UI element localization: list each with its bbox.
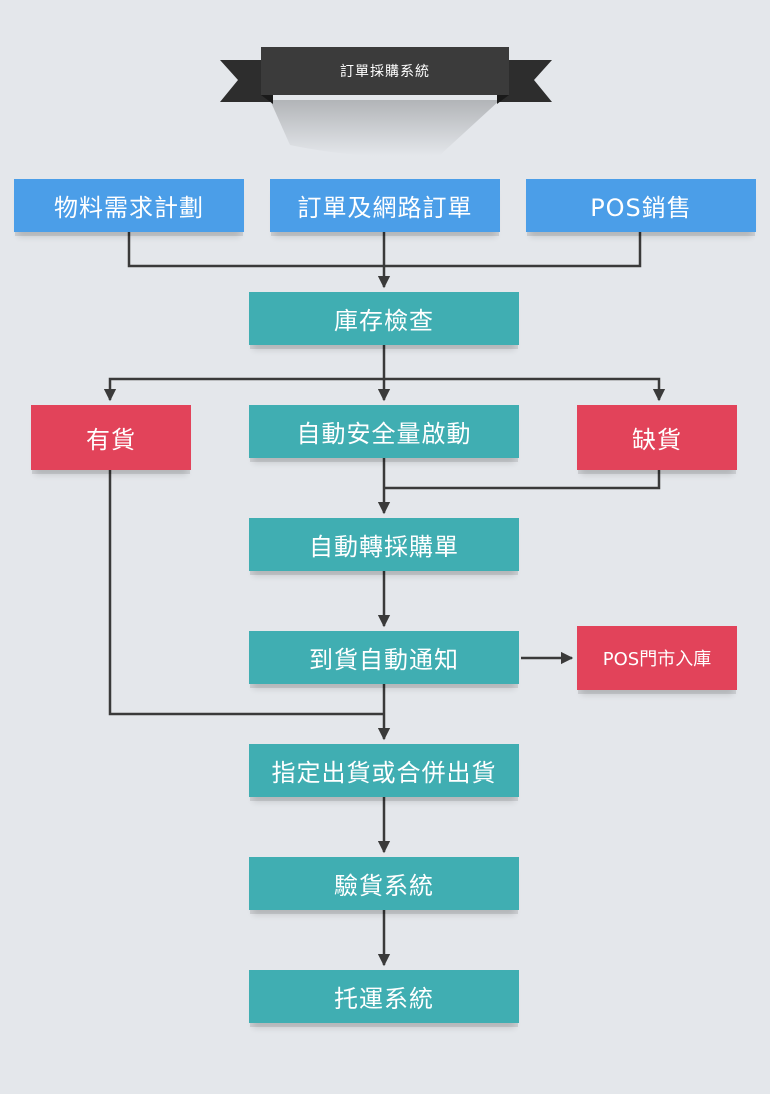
banner-left-ribbon <box>220 60 272 102</box>
node-auto-safety: 自動安全量啟動 <box>249 405 519 458</box>
banner-title: 訂單採購系統 <box>340 64 430 80</box>
banner-right-fold <box>497 95 509 104</box>
title-banner <box>220 47 552 157</box>
node-pos-store-in: POS門市入庫 <box>577 626 737 690</box>
node-in-stock: 有貨 <box>31 405 191 470</box>
node-ship: 指定出貨或合併出貨 <box>249 744 519 797</box>
node-pos-sales: POS銷售 <box>526 179 756 232</box>
node-out-of-stock: 缺貨 <box>577 405 737 470</box>
banner-right-ribbon <box>498 60 552 102</box>
node-auto-purchase: 自動轉採購單 <box>249 518 519 571</box>
node-material-planning: 物料需求計劃 <box>14 179 244 232</box>
node-freight: 托運系統 <box>249 970 519 1023</box>
node-inspect: 驗貨系統 <box>249 857 519 910</box>
banner-left-fold <box>261 95 273 104</box>
line-out-of-stock-return <box>384 470 661 490</box>
banner-body <box>261 47 509 95</box>
node-stock-check: 庫存檢查 <box>249 292 519 345</box>
banner-shadow <box>270 100 500 157</box>
node-orders: 訂單及網路訂單 <box>270 179 500 232</box>
branch-line-stock <box>108 377 661 398</box>
line-in-stock-bypass <box>108 470 384 716</box>
node-arrival-notice: 到貨自動通知 <box>249 631 519 684</box>
